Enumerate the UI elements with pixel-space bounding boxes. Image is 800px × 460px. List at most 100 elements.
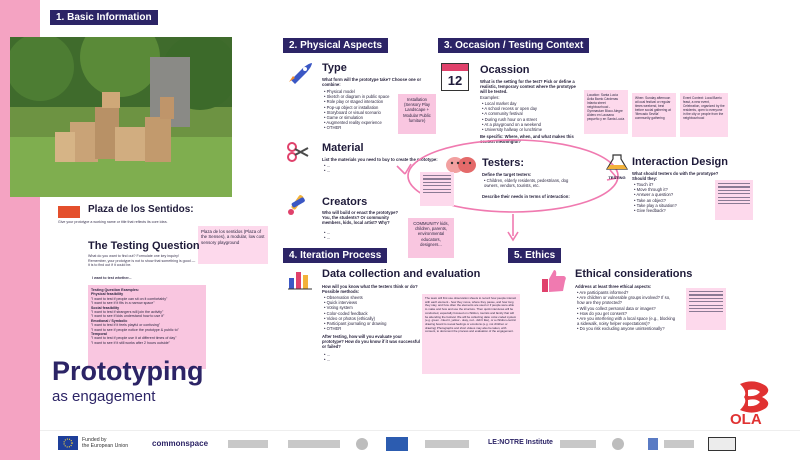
- type-prompt: What form will the prototype take? Choos…: [322, 77, 422, 88]
- ola-logo-text: OLA: [730, 411, 762, 428]
- type-option: Sketch or diagram in public space: [324, 94, 424, 99]
- testers-sticky-note: [420, 172, 454, 206]
- example-line: "I want to test if strangers will join t…: [91, 310, 164, 315]
- ethics-title: Ethical considerations: [575, 268, 693, 280]
- commonspace-logo: commonspace: [152, 439, 209, 448]
- interaction-option: Answer a question?: [634, 192, 677, 197]
- name-tag-icon: [58, 206, 80, 218]
- example-line: "I want to test if people use it at diff…: [91, 336, 177, 341]
- interaction-option: Move through it?: [634, 187, 677, 192]
- interaction-option: Touch it?: [634, 182, 677, 187]
- rocket-icon: [287, 62, 313, 89]
- occasion-examples-label: Examples:: [480, 95, 500, 100]
- interaction-option: Take an object?: [634, 198, 677, 203]
- calendar-icon: 12: [441, 63, 469, 91]
- occasion-specific: Be specific: Where, when, and what makes…: [480, 134, 574, 145]
- creators-sticky-note: COMMUNITY kids, children, parents, envir…: [408, 218, 454, 258]
- example-line: "I want to see if it still works after 2…: [91, 340, 170, 345]
- bar-chart-icon: [287, 266, 313, 295]
- partner-logo-icon: [386, 437, 408, 451]
- ethics-item: Are participants informed?: [577, 290, 677, 295]
- example-line: "I want to see if people notice the prot…: [91, 327, 179, 332]
- le-notre-logo: LE:NOTRE Institute: [488, 439, 553, 446]
- example-line: "I want to see if kids understand how to…: [91, 314, 165, 319]
- data-methods-list: Observation sheets Quick interviews Voti…: [324, 295, 387, 331]
- data-title: Data collection and evaluation: [322, 268, 481, 280]
- testers-loop-arrows: [396, 139, 619, 242]
- type-option: Physical model: [324, 89, 424, 94]
- data-after-item: ...: [324, 352, 331, 357]
- material-list: ... ...: [324, 163, 331, 173]
- testing-examples-title: Testing Question Examples:: [91, 288, 140, 292]
- section-physical-header: 2. Physical Aspects: [283, 38, 389, 53]
- scissors-icon: [287, 142, 309, 167]
- section-occasion-header: 3. Occasion / Testing Context: [438, 38, 590, 53]
- occasion-example: During rush hour on a street: [482, 117, 582, 122]
- data-after: After testing, how will you evaluate you…: [322, 334, 420, 350]
- brand-title: Prototyping: [52, 356, 204, 386]
- type-options-list: Physical model Sketch or diagram in publ…: [324, 89, 424, 131]
- occasion-example: Local market day: [482, 101, 582, 106]
- data-method: Color-coded feedback: [324, 311, 386, 316]
- testing-flask-icon: TESTING: [604, 154, 630, 180]
- section-iteration-header: 4. Iteration Process: [283, 248, 388, 263]
- partner-logo-icon: [708, 437, 736, 451]
- creators-list: ... ...: [324, 230, 331, 240]
- example-line: Emotional / Symbolic: [91, 318, 128, 323]
- example-line: "I want to test if it feels playful or c…: [91, 323, 161, 328]
- tester-item: Children, elderly residents, pedestrians…: [484, 178, 574, 188]
- tools-icon: [285, 192, 311, 223]
- occasion-title: Ocassion: [480, 64, 530, 76]
- interaction-sticky-note: [715, 180, 753, 220]
- data-method: Observation sheets: [324, 295, 386, 300]
- thumbs-up-icon: [540, 268, 568, 299]
- occasion-event-sticky: Event Context: Local Barrio feast, a new…: [680, 93, 728, 137]
- ethics-item: Do you risk excluding anyone unintention…: [577, 326, 677, 331]
- type-option: Role play or staged interaction: [324, 99, 424, 104]
- example-line: "I want to see if it fits in a narrow sp…: [91, 301, 155, 306]
- partner-logo-icon: [612, 438, 624, 450]
- masks-icon: [445, 155, 477, 180]
- testers-list: Children, elderly residents, pedestrians…: [484, 178, 574, 188]
- section-basic-header: 1. Basic Information: [50, 10, 158, 25]
- material-item: ...: [324, 168, 331, 173]
- type-option: Game or simulation: [324, 115, 424, 120]
- example-line: "I want to test if people can sit on it …: [91, 296, 168, 301]
- eu-funded-line: Funded by: [82, 437, 107, 443]
- data-method: OTHER: [324, 326, 386, 331]
- type-option: Pop-up object or installation: [324, 105, 424, 110]
- eu-funded-line: the European Union: [82, 443, 129, 449]
- example-line: Temporal: [91, 332, 107, 337]
- material-prompt: List the materials you need to buy to cr…: [322, 157, 438, 162]
- ethics-item: Will you collect personal data or images…: [577, 306, 677, 311]
- testing-label: TESTING: [608, 175, 626, 180]
- example-line: Social feasibility: [91, 305, 120, 310]
- interaction-option: Give feedback?: [634, 208, 677, 213]
- name-title: Plaza de los Sentidos:: [88, 204, 194, 215]
- example-line: Physical feasibility: [91, 292, 124, 297]
- occasion-examples-list: Local market day A school recess or open…: [482, 101, 582, 132]
- creator-item: ...: [324, 235, 331, 240]
- occasion-when-sticky: When: Sunday afternoon at local festival…: [632, 93, 676, 137]
- type-sticky-note: Installation (Sensory Play Landscape + M…: [398, 94, 436, 134]
- data-method: Video or photos (ethically): [324, 316, 386, 321]
- occasion-example: A school recess or open day: [482, 106, 582, 111]
- material-item: ...: [324, 163, 331, 168]
- data-method: Voting system: [324, 305, 386, 310]
- partner-logo-icon: [288, 440, 340, 448]
- name-sticky-note: Plaza de los sentidos (Plaza of the Sens…: [198, 226, 268, 264]
- ethics-list: Are participants informed? Are children …: [577, 290, 677, 332]
- interaction-options-list: Touch it? Move through it? Answer a ques…: [634, 182, 677, 213]
- interaction-title: Interaction Design: [632, 156, 728, 168]
- ethics-item: Are children or vulnerable groups involv…: [577, 295, 677, 305]
- prototype-photo: [10, 37, 232, 197]
- data-after-item: ...: [324, 357, 331, 362]
- occasion-prompt: What is the setting for the test? Pick o…: [480, 79, 576, 95]
- creators-title: Creators: [322, 196, 368, 208]
- partner-logo-icon: [664, 440, 694, 448]
- data-method: Participant journaling or drawing: [324, 321, 387, 326]
- testing-question-text: What do you want to find out? Formulate …: [88, 254, 196, 268]
- data-method: Quick interviews: [324, 300, 386, 305]
- calendar-day: 12: [447, 73, 463, 88]
- type-option: OTHER: [324, 125, 424, 130]
